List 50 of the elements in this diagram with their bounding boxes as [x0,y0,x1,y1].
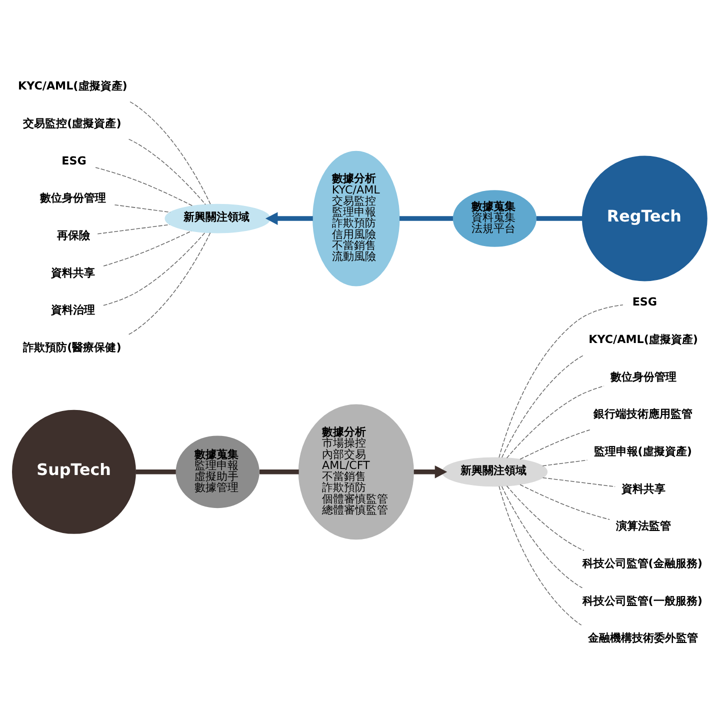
connector [501,486,583,588]
node-text: 科技公司監管(一般服務) [582,594,702,608]
node-text: 資料治理 [50,304,95,317]
node-text: 數位身份管理 [40,192,106,205]
node-text: 科技公司監管(金融服務) [582,557,702,570]
node-text: ESG [62,154,86,168]
connector [103,230,192,266]
arrow [414,465,448,478]
connector [506,486,584,551]
node-text: 數位身份管理 [610,370,676,384]
node-text: 金融機構技術委外監管 [588,632,698,645]
connector [501,354,584,458]
connector [542,477,616,488]
node-text: 交易監控(虛擬資產) [23,116,122,130]
connector [103,232,206,306]
connector [520,429,590,460]
node-ellipse: 數據蒐集 監理申報 虛擬助手 數據管理 [176,436,260,508]
node-text: 演算法監管 [616,520,672,533]
connector [542,460,588,466]
connector [95,167,193,206]
node-text: 資料共享 [50,266,95,280]
node-ellipse: 數據分析 KYC/AML 交易監控 監理申報 詐欺預防 信用風險 不當銷售 流動風險 [312,150,400,286]
node-text: KYC/AML(虛擬資產) [18,80,128,93]
connector [536,216,582,221]
node-text: 銀行端技術應用監管 [593,408,692,421]
connector [400,216,453,221]
connector [520,484,610,520]
node-text: 詐欺預防(醫療保健) [23,340,122,354]
arrow [265,212,313,225]
connector [260,470,299,474]
connector [128,232,211,335]
connector [128,138,206,205]
node-ellipse: 數據蒐集 資料蒐集 法規平台 [452,190,536,247]
node-ellipse: 數據分析 市場操控 內部交易 AML/CFT 不當銷售 詐欺預防 個體審慎監管 總體審慎監管 [298,404,414,540]
connector [97,224,170,234]
connector [506,386,604,458]
node-circle: RegTech [582,156,708,282]
connector [498,486,582,626]
node-text: 監理申報(虛擬資產) [594,445,692,458]
connector [130,101,211,204]
node-text: 再保險 [56,228,90,242]
connector [114,204,171,213]
connector [136,470,176,474]
node-ellipse: 新興關注領域 [442,457,548,487]
node-text: ESG [632,296,658,309]
connector [498,304,624,458]
node-circle: SupTech [12,410,136,534]
node-text: 資料共享 [622,482,666,496]
node-ellipse: 新興關注領域 [164,204,270,234]
node-text: KYC/AML(虛擬資產) [588,333,698,346]
